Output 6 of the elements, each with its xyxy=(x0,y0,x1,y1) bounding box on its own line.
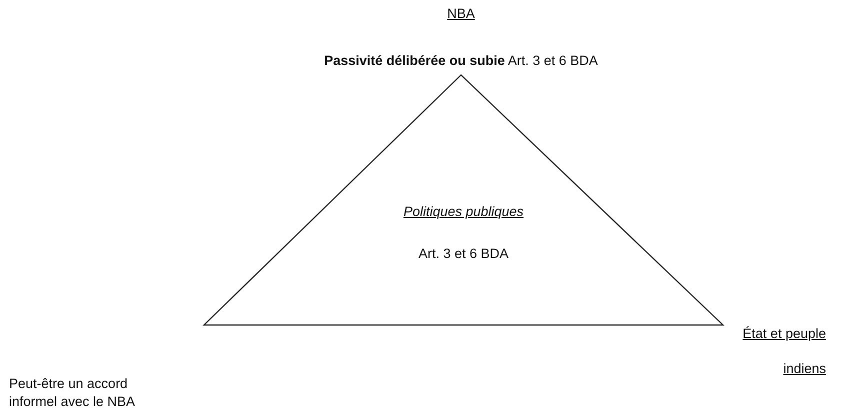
vertex-caption: Passivité délibérée ou subie Art. 3 et 6 BDA xyxy=(323,52,599,70)
vertex-label: NBA xyxy=(446,5,476,23)
triangle-heading: Politiques publiques xyxy=(402,203,525,221)
triangle-text: Art. 3 et 6 BDA xyxy=(417,245,510,263)
vertex-label: État et peuple indiens xyxy=(742,325,826,378)
note: Peut-être un accord informel avec le NBA xyxy=(9,375,136,410)
